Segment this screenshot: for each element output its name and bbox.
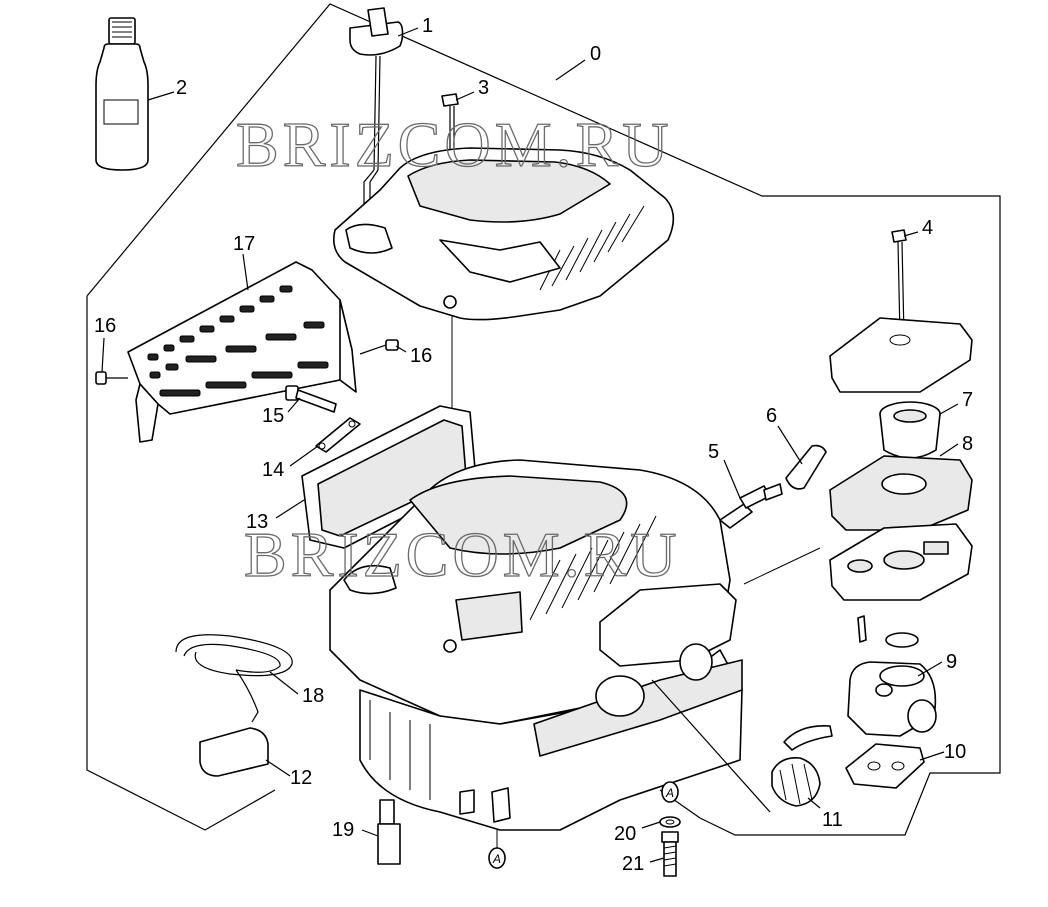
marker-a-upper-text: A <box>665 786 674 800</box>
carburetor <box>783 615 937 751</box>
starter-rope <box>175 634 293 723</box>
starter-handle <box>199 727 269 777</box>
screw-16-right <box>359 339 399 355</box>
callout-2: 2 <box>176 77 187 99</box>
leader-lines <box>101 27 959 863</box>
spark-plug <box>719 483 783 529</box>
tank-knob <box>651 679 821 813</box>
oil-bottle <box>95 17 149 171</box>
carburetor-gasket <box>845 743 925 789</box>
callout-6: 6 <box>766 405 777 427</box>
callout-0: 0 <box>590 43 601 65</box>
callout-1: 1 <box>422 15 433 37</box>
callout-3: 3 <box>478 77 489 99</box>
spark-plug-cap <box>785 444 827 490</box>
marker-a-lower: A <box>488 830 506 869</box>
callout-21: 21 <box>622 853 644 875</box>
callout-11: 11 <box>822 809 843 831</box>
stud-19 <box>377 799 401 865</box>
watermark-top: BRIZCOM.RU <box>236 109 673 180</box>
callout-8: 8 <box>962 433 973 455</box>
callout-15: 15 <box>262 405 284 427</box>
tab-washer-14 <box>315 417 361 453</box>
callout-18: 18 <box>302 685 324 707</box>
assembly-boundary <box>86 3 1001 836</box>
callout-4: 4 <box>922 217 933 239</box>
callout-17: 17 <box>233 233 255 255</box>
engine-shroud-upper <box>332 147 675 321</box>
callout-20: 20 <box>614 823 636 845</box>
air-filter-cover <box>829 229 973 393</box>
callout-16-right: 16 <box>410 345 432 367</box>
fuel-cap <box>349 7 404 240</box>
filter-housing <box>879 401 941 459</box>
bolt-21 <box>661 831 679 877</box>
screw-16-left <box>95 371 128 385</box>
assembly-boundary-lower <box>86 296 276 831</box>
callout-19: 19 <box>332 819 354 841</box>
air-filter-base <box>743 523 973 601</box>
marker-a-lower-text: A <box>492 852 501 866</box>
callout-13: 13 <box>246 511 268 533</box>
callout-10: 10 <box>944 741 966 763</box>
callout-12: 12 <box>290 767 312 789</box>
bolt-15 <box>285 385 337 413</box>
callout-16-left: 16 <box>94 315 116 337</box>
marker-a-upper: A <box>661 781 679 803</box>
engine-assembly <box>329 459 743 831</box>
callout-5: 5 <box>708 441 719 463</box>
callout-14: 14 <box>262 459 284 481</box>
guard-plate <box>127 261 357 443</box>
washer-20 <box>659 816 681 828</box>
watermark-middle: BRIZCOM.RU <box>244 519 681 590</box>
callout-9: 9 <box>946 651 957 673</box>
callout-7: 7 <box>962 389 973 411</box>
filter-sponge <box>829 455 973 531</box>
